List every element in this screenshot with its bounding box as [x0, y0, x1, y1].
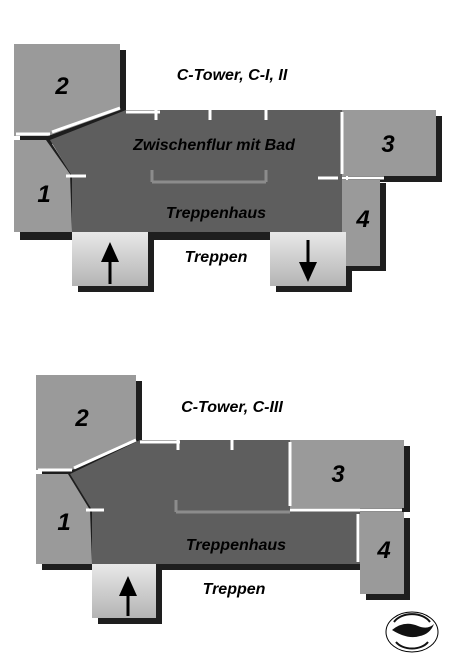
room-2-area: [14, 44, 120, 136]
plan-top-room-2-label: 2: [54, 73, 69, 100]
corridor-area-b: [70, 440, 360, 564]
room-4-area: [342, 180, 380, 266]
watermark-stamp: [385, 611, 439, 653]
plan-bottom-room-3-label: 3: [331, 461, 345, 488]
plan-bottom-room-2-label: 2: [74, 405, 89, 432]
room-2-area-b: [36, 375, 136, 470]
plan-bottom-doors: [38, 438, 402, 562]
plan-bottom-wall: [174, 500, 290, 514]
room-4-area-b: [360, 512, 404, 594]
plan-bottom-room-4-label: 4: [376, 537, 390, 564]
plan-top-stairwell-label: Treppenhaus: [166, 205, 266, 222]
plan-top: C-Tower, C-I, II Zwischenflur mit Bad Tr…: [14, 44, 442, 292]
plan-top-room-3-label: 3: [381, 131, 395, 158]
corridor-area: [50, 110, 342, 232]
stair-down-arrow-icon: [299, 240, 317, 282]
room-1-area-b: [36, 474, 92, 564]
plan-top-room-1-label: 1: [37, 181, 50, 208]
plan-top-title: C-Tower, C-I, II: [177, 67, 288, 84]
room-1-area: [14, 140, 72, 232]
plan-bottom-stairs-label: Treppen: [203, 581, 266, 598]
plan-top-corridor-label: Zwischenflur mit Bad: [132, 137, 296, 154]
plan-bottom: C-Tower, C-III Treppenhaus Treppen 2 1 3…: [36, 375, 410, 624]
plan-top-stairs-label: Treppen: [185, 249, 248, 266]
plan-bottom-stairwell-label: Treppenhaus: [186, 537, 286, 554]
stair-up-arrow-icon: [101, 242, 119, 284]
room-3-area-b: [290, 440, 404, 508]
plan-top-wall: [150, 170, 268, 184]
plan-top-room-4-label: 4: [355, 206, 369, 233]
plan-top-doors: [16, 106, 384, 180]
plan-bottom-room-1-label: 1: [57, 509, 70, 536]
room-3-area: [342, 110, 436, 176]
plan-bottom-title: C-Tower, C-III: [181, 399, 283, 416]
stair-up-arrow-icon-b: [119, 576, 137, 616]
